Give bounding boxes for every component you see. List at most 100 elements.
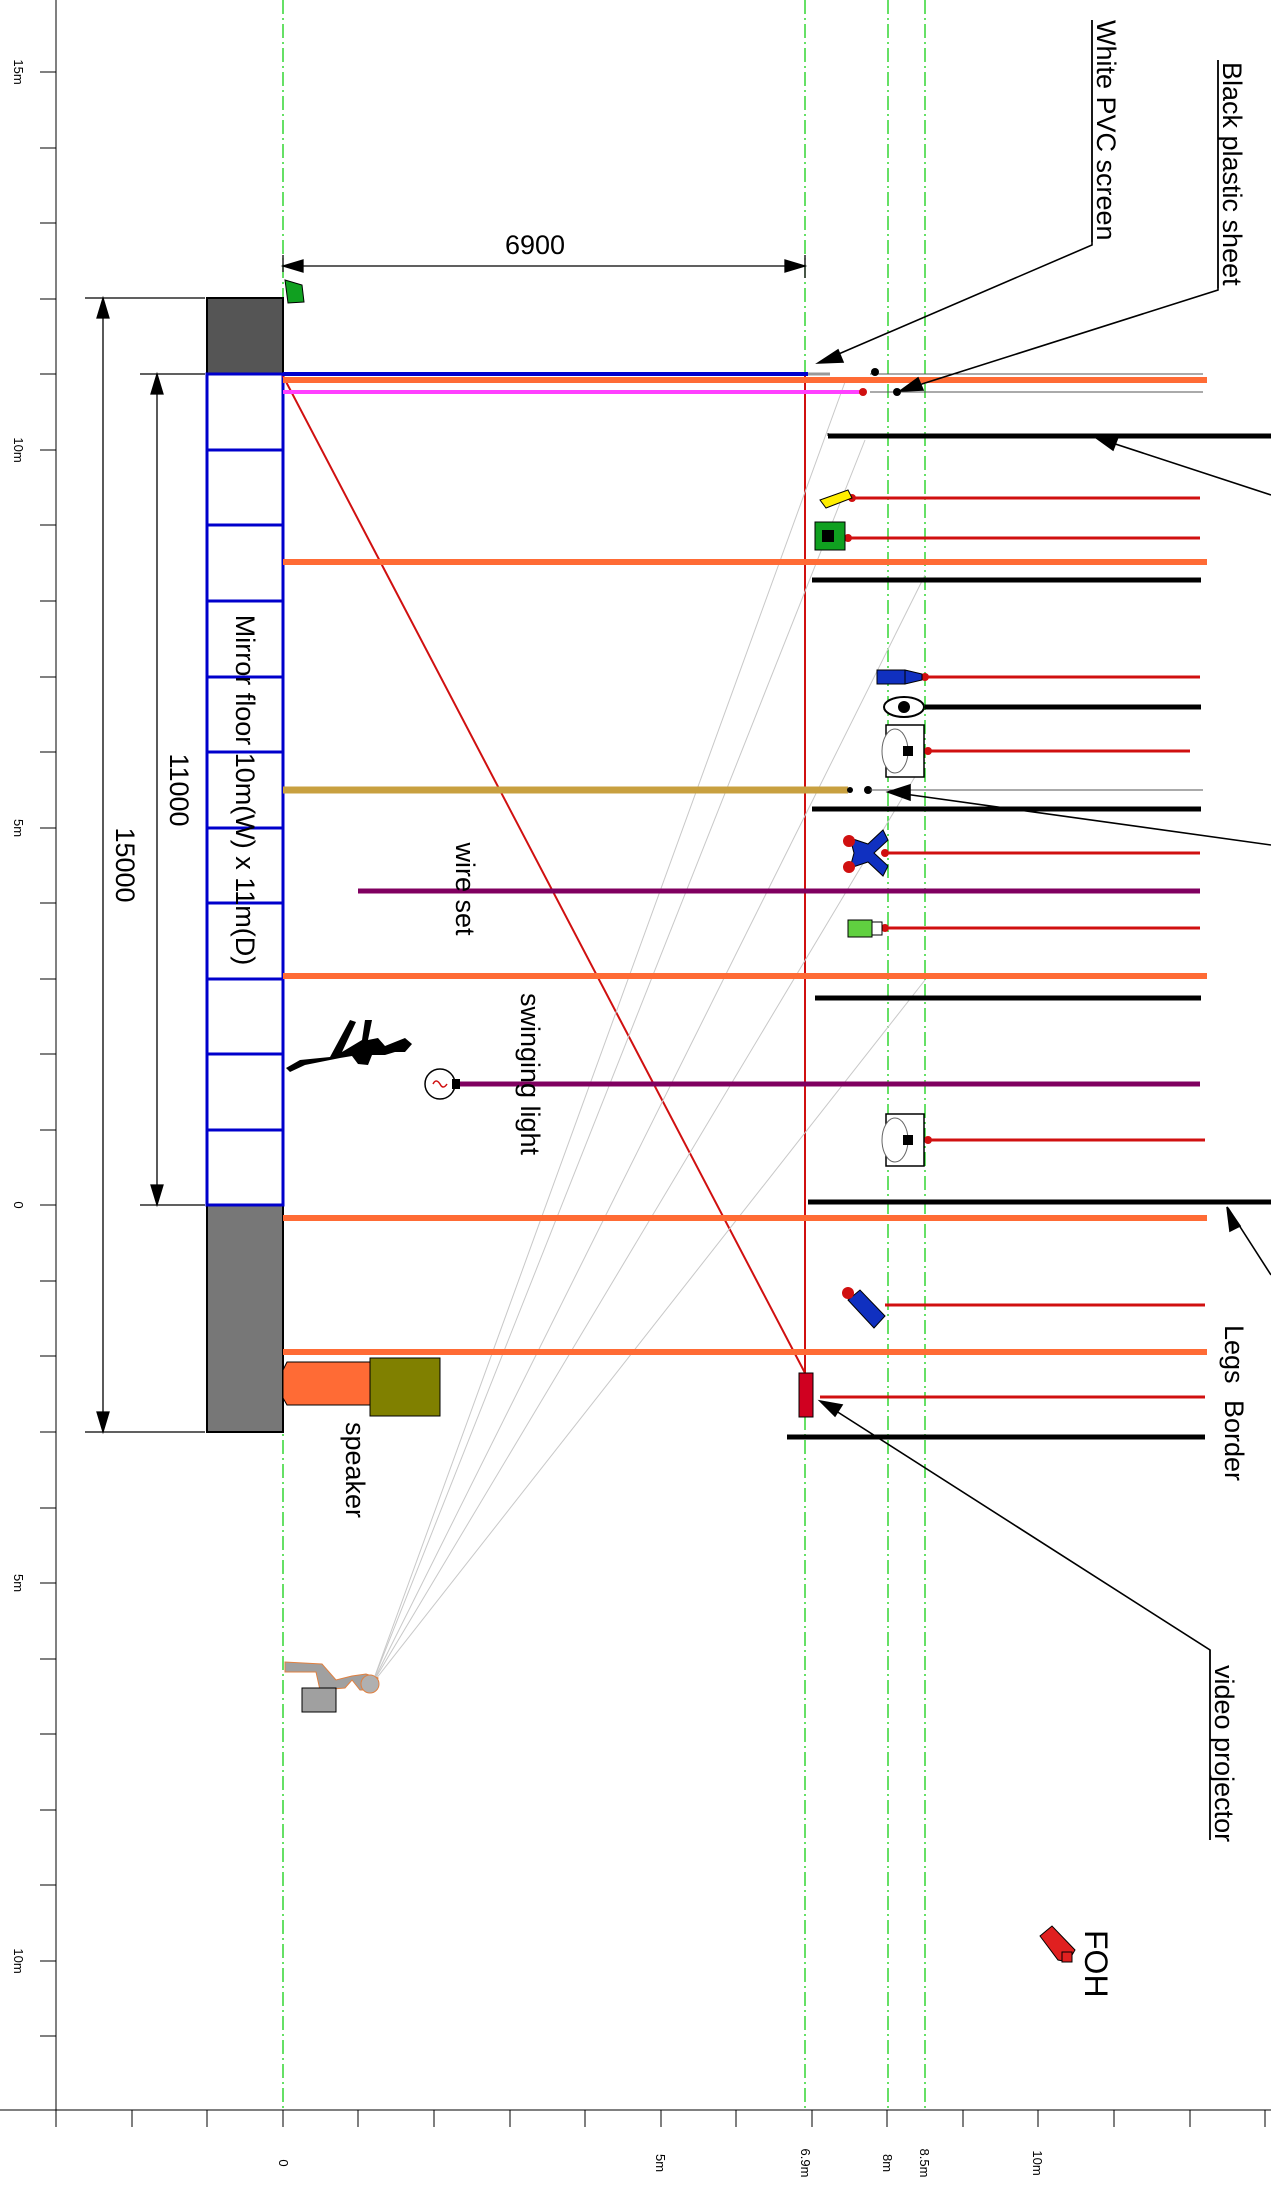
mirror-floor-label: Mirror floor 10m(W) x 11m(D) [230,615,260,966]
left-scale-label: 10m [11,437,26,462]
left-scale-label: 5m [11,1574,26,1592]
foh-label: FOH [1078,1930,1114,1998]
fixture-point [881,849,889,857]
dimension-lines [85,255,808,1435]
green-can-lens [871,921,883,936]
swinging-light-label: swinging light [515,993,545,1156]
bottom-ruler-labels: 0 5m 6.9m 8m 8.5m 10m [276,2149,1045,2178]
performer-silhouette-icon [286,1020,412,1072]
blue-fixture-tip [904,669,923,685]
eye-pupil [898,701,910,713]
dim-arrow [784,259,808,273]
sightline [371,759,926,1685]
audience-seat [301,1687,337,1713]
projector-beams [282,372,806,1374]
green-can-fixture-icon [847,919,883,938]
swinging-light-bulb [424,1068,460,1100]
guide-lines [282,0,926,2110]
left-ruler-labels: 15m 10m 5m 0 5m 10m [11,59,26,1973]
black-dot [893,388,901,396]
legs-and-borders [787,433,1271,1440]
upstage-block [206,297,284,375]
border-leader [1096,437,1271,496]
blue-fixture-icon [876,669,923,685]
black-dot [864,786,872,794]
fixture-point [921,673,929,681]
projector-beam [282,375,806,1374]
mirror-floor [205,372,285,1207]
yellow-fixture-icon [819,489,853,509]
leader-arrow [1092,436,1120,452]
green-can-body [847,919,873,938]
black-plastic-sheet-label: Black plastic sheet [1217,62,1247,286]
fixture-point [881,924,889,932]
sightline [371,574,926,1685]
video-projector-leader [821,1401,1211,1840]
fixture-point [844,534,852,542]
green-fixture-lens [822,530,834,542]
border-label: Border [1219,1400,1249,1481]
red-dot [859,388,867,396]
left-scale-label: 0 [11,1201,26,1208]
moving-head-icon [881,1113,925,1167]
bottom-ruler [0,2109,1271,2127]
audience-head [360,1674,380,1694]
blue-cross-fixture-icon [843,829,889,877]
video-projector-label: video projector [1209,1665,1239,1842]
white-pvc-screen-label: White PVC screen [1091,20,1121,241]
left-ruler [40,0,57,2110]
video-projector-icon [798,1372,814,1418]
foh-fixture-icon [1039,1925,1076,1963]
eye-fixture-icon [883,696,925,718]
bulb-socket [452,1079,460,1089]
green-fixture-icon [814,521,846,551]
moving-head-lens [903,1135,913,1145]
sightline [371,979,926,1685]
battens [283,559,1207,1355]
dim-11000-label: 11000 [164,753,194,826]
black-plastic-sheet-leader [902,60,1219,391]
left-scale-label: 5m [11,819,26,837]
leader-arrow [1226,1206,1242,1233]
bottom-scale-label: 0 [276,2159,291,2166]
black-dot [871,368,879,376]
mirror-floor-outline [205,372,285,1207]
dim-arrow [96,295,110,319]
legs-label: Legs [1219,1325,1249,1384]
green-marker [284,279,305,304]
foh-lens [1061,1951,1073,1963]
fixture-point [924,747,932,755]
speaker-unit [282,1357,441,1417]
sightlines [371,381,926,1685]
bottom-scale-label: 5m [653,2154,668,2172]
dim-arrow [280,259,304,273]
leader-arrow [885,783,911,802]
white-pvc-screen-leader [819,20,1093,363]
dim-15000-label: 15000 [110,827,140,902]
bottom-scale-label: 8m [880,2154,895,2172]
sightline [371,381,846,1685]
label-underlines [1091,20,1219,1840]
leader-arrow [897,376,925,392]
blue-spot-body [847,1289,886,1329]
moving-head-lens [903,746,913,756]
downstage-block [206,1204,284,1433]
leader-arrow [817,1399,844,1418]
dim-arrow [150,371,164,395]
moving-head-icon [881,724,925,778]
bottom-scale-label: 8.5m [917,2149,932,2178]
black-dot [847,787,853,793]
audience-figure-icon [284,1661,380,1713]
red-ball [843,835,855,847]
speaker-label: speaker [340,1422,370,1518]
leader-arrow [815,348,845,364]
left-scale-label: 10m [11,1948,26,1973]
light-lines [820,496,1205,1399]
blue-fixture-body [876,669,906,685]
speaker-cabinet [369,1357,441,1417]
bottom-scale-label: 6.9m [798,2149,813,2178]
left-scale-label: 15m [11,59,26,84]
gold-batten-leader [889,791,1271,846]
dim-arrow [96,1411,110,1435]
